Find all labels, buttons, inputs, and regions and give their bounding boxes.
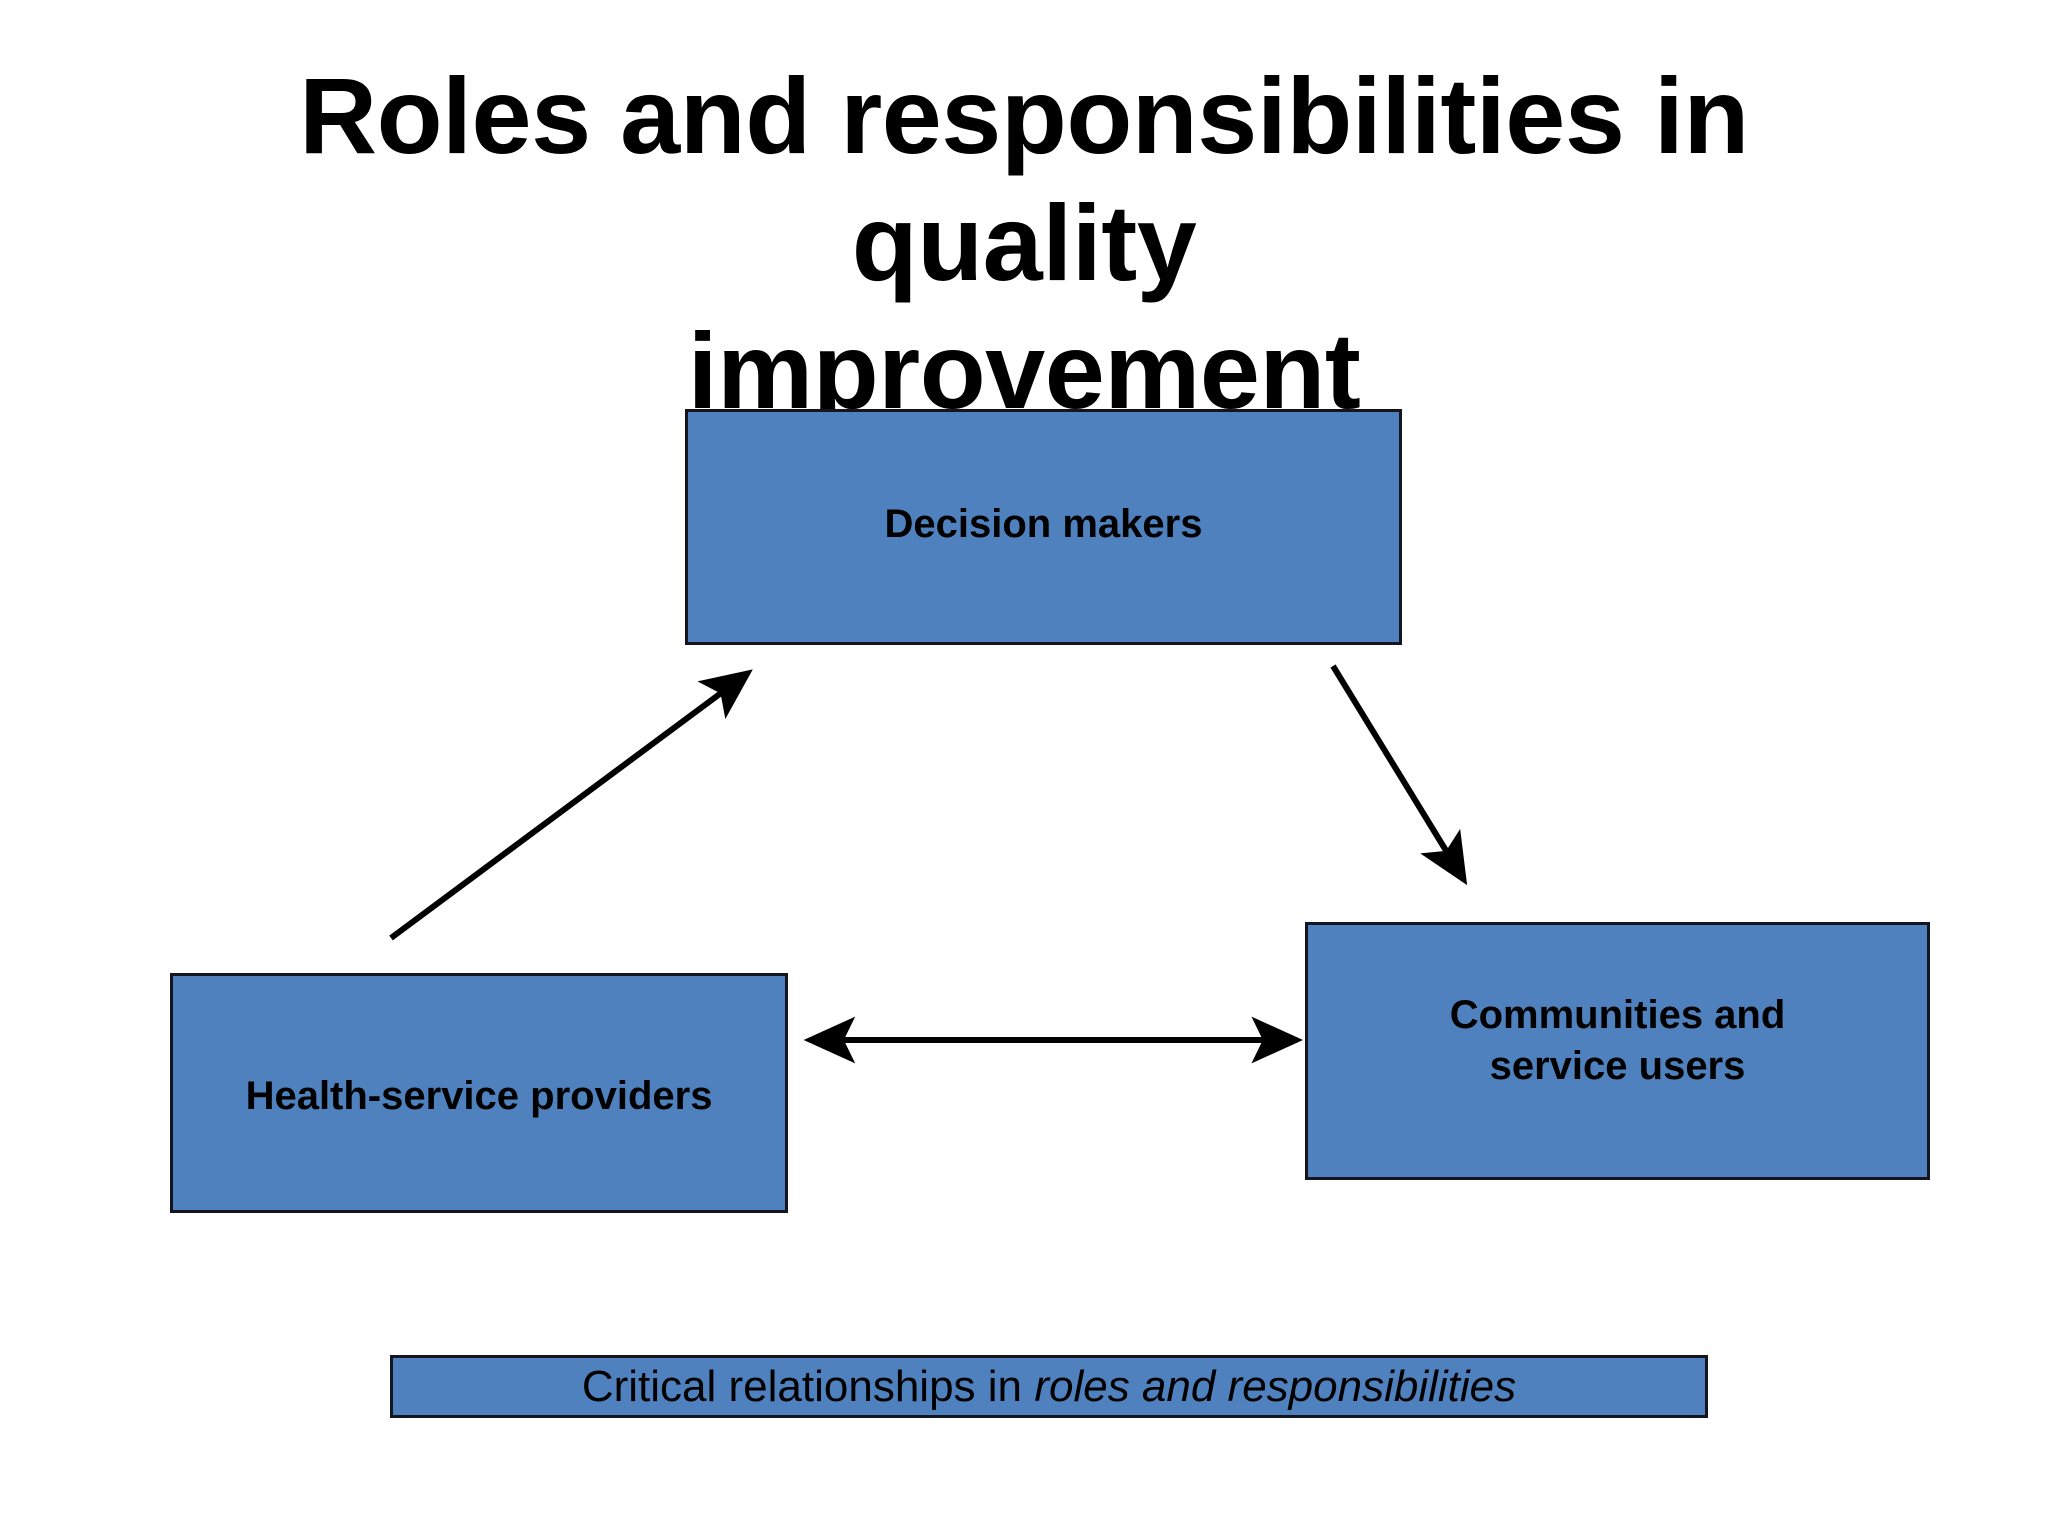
node-health-service-providers[interactable]: Health-service providers — [170, 973, 788, 1213]
connector-providers-to-decision-makers — [389, 669, 753, 941]
node-health-service-providers-label: Health-service providers — [245, 1074, 713, 1119]
caption-bar — [390, 1355, 1708, 1418]
node-communities-service-users[interactable]: Communities and service users — [1305, 922, 1930, 1180]
page-title: Roles and responsibilities in quality im… — [299, 55, 1749, 431]
node-decision-makers-label: Decision makers — [884, 502, 1203, 547]
node-communities-service-users-label: Communities and service users — [1449, 992, 1786, 1088]
connector-decision-makers-to-communities — [1330, 664, 1468, 886]
node-decision-makers[interactable]: Decision makers — [685, 409, 1402, 645]
